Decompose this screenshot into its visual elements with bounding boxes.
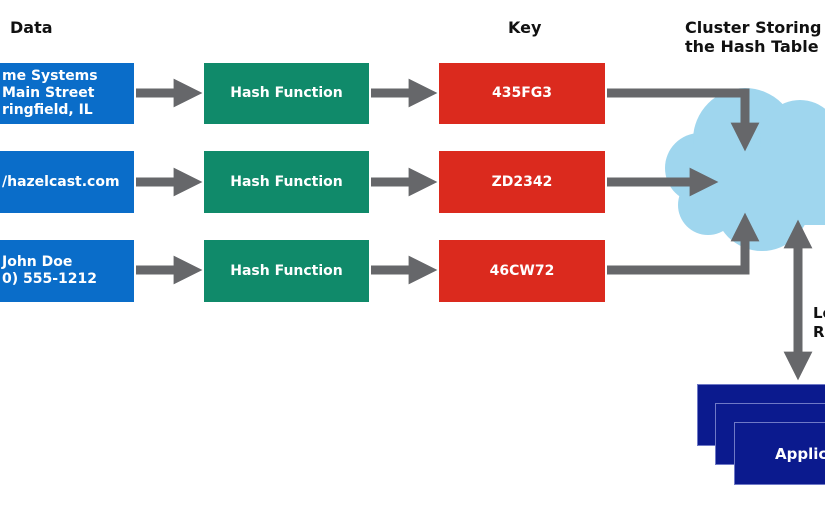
key-column-header: Key <box>508 18 542 37</box>
key-box-1: 435FG3 <box>439 63 605 124</box>
data-box-1: me Systems Main Street ringfield, IL <box>0 63 134 124</box>
key-box-3: 46CW72 <box>439 240 605 302</box>
hash-function-box-3: Hash Function <box>204 240 369 302</box>
cluster-cloud-icon <box>665 88 825 251</box>
key-label-1: 435FG3 <box>491 85 553 101</box>
cluster-header: Cluster Storing the Hash Table <box>685 18 822 56</box>
data-box-1-text: me Systems Main Street ringfield, IL <box>2 68 98 118</box>
key-label-3: 46CW72 <box>489 262 555 279</box>
data-box-3: John Doe 0) 555-1212 <box>0 240 134 302</box>
data-box-3-text: John Doe 0) 555-1212 <box>2 254 98 287</box>
application-card-front: Applica <box>734 422 825 485</box>
hash-function-box-2: Hash Function <box>204 151 369 213</box>
application-label: Applica <box>775 445 825 463</box>
lookup-request-label: Lo Re <box>813 304 825 341</box>
key-box-2: ZD2342 <box>439 151 605 213</box>
arrow-key-to-cluster-3 <box>607 212 760 275</box>
data-box-2-text: /hazelcast.com <box>2 173 120 190</box>
data-box-2: /hazelcast.com <box>0 151 134 213</box>
data-column-header: Data <box>10 18 53 37</box>
hash-function-box-1: Hash Function <box>204 63 369 124</box>
key-label-2: ZD2342 <box>491 173 553 190</box>
hash-function-label-1: Hash Function <box>230 85 343 101</box>
hash-function-label-3: Hash Function <box>230 262 343 279</box>
hash-function-label-2: Hash Function <box>230 173 343 190</box>
arrow-key-to-cluster-1 <box>607 88 760 152</box>
